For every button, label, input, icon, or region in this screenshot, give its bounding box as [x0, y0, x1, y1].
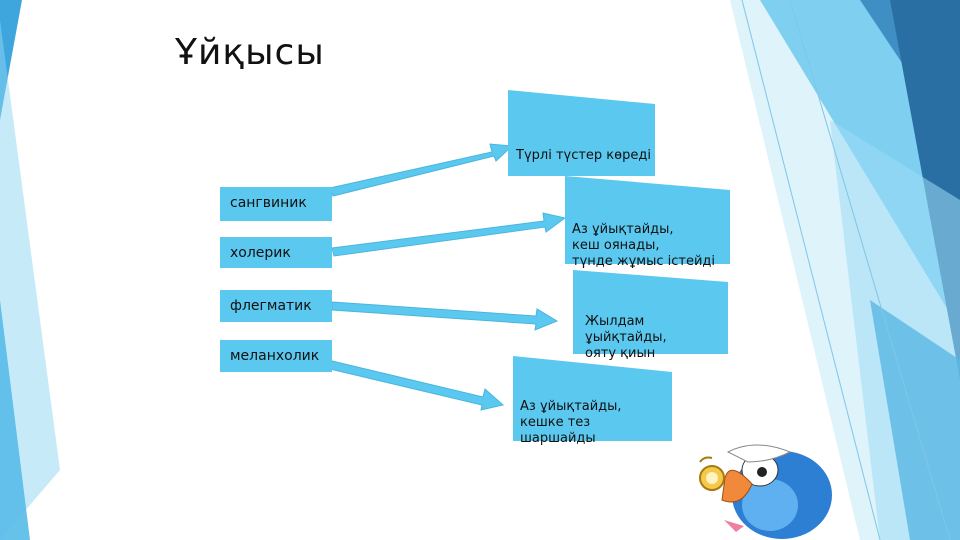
description-box-4: Аз ұйықтайды, кешке тез шаршайды	[513, 383, 672, 447]
type-box-melancholic: меланхолик	[220, 340, 332, 372]
type-box-sanguine: сангвиник	[220, 187, 332, 221]
arrow-phlegmatic	[331, 301, 559, 331]
description-box-3: Жылдам ұыйқтайды, ояту қиын	[573, 298, 728, 362]
type-label: сангвиник	[230, 195, 307, 211]
slide-title: Ұйқысы	[175, 32, 325, 73]
type-label: холерик	[230, 245, 291, 261]
type-box-phlegmatic: флегматик	[220, 290, 332, 322]
type-label: флегматик	[230, 298, 312, 314]
description-text: Түрлі түстер көреді	[516, 148, 651, 163]
description-text: Аз ұйықтайды, кеш оянады, түнде жұмыс іс…	[572, 222, 716, 269]
description-box-1: Түрлі түстер көреді	[508, 132, 655, 164]
type-box-choleric: холерик	[220, 237, 332, 268]
arrow-choleric	[331, 212, 567, 257]
description-box-2: Аз ұйықтайды, кеш оянады, түнде жұмыс іс…	[565, 206, 730, 270]
description-text: Жылдам ұыйқтайды, ояту қиын	[585, 314, 667, 361]
arrow-melancholic	[329, 360, 505, 411]
description-text: Аз ұйықтайды, кешке тез шаршайды	[520, 399, 622, 446]
arrow-sanguine	[329, 143, 514, 197]
type-label: меланхолик	[230, 348, 320, 364]
